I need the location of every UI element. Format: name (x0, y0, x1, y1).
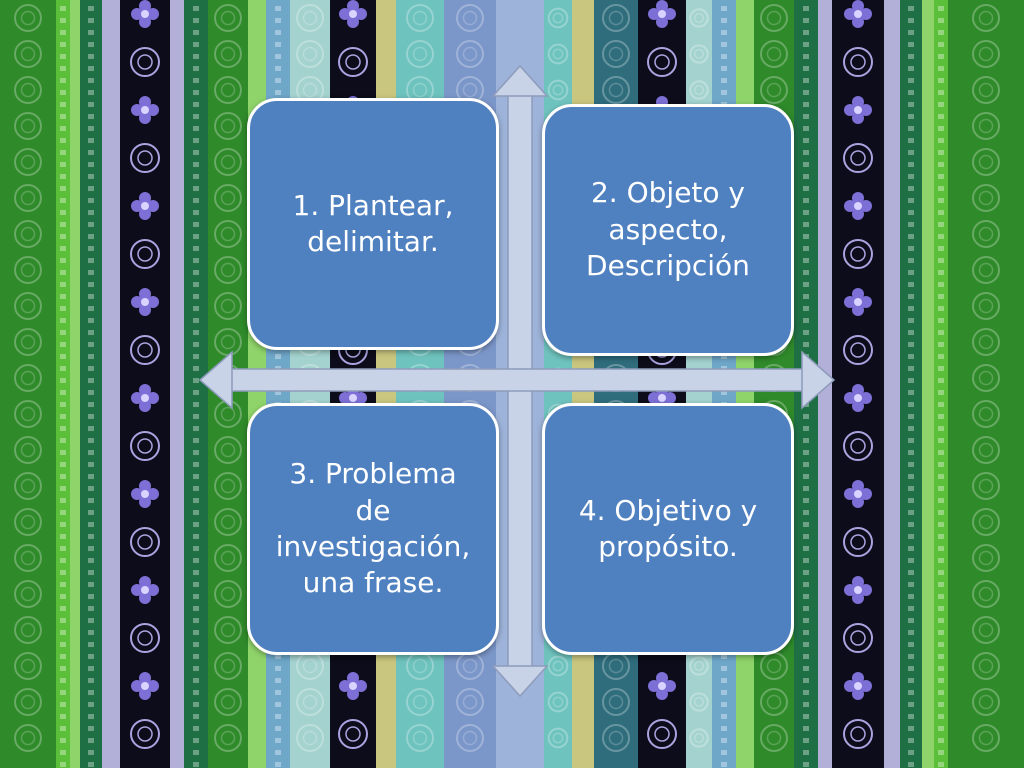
quadrant-box-3: 3. Problema de investigación, una frase. (247, 403, 499, 655)
quadrant-3-text: 3. Problema de investigación, una frase. (275, 457, 471, 600)
quadrant-box-1: 1. Plantear, delimitar. (247, 98, 499, 350)
quadrant-1-text: 1. Plantear, delimitar. (292, 188, 454, 258)
quadrant-4-text: 4. Objetivo y propósito. (578, 493, 758, 563)
quadrant-2-text: 2. Objeto y aspecto, Descripción (586, 176, 750, 283)
quadrant-box-2: 2. Objeto y aspecto, Descripción (542, 104, 794, 356)
quadrant-box-4: 4. Objetivo y propósito. (542, 403, 794, 655)
